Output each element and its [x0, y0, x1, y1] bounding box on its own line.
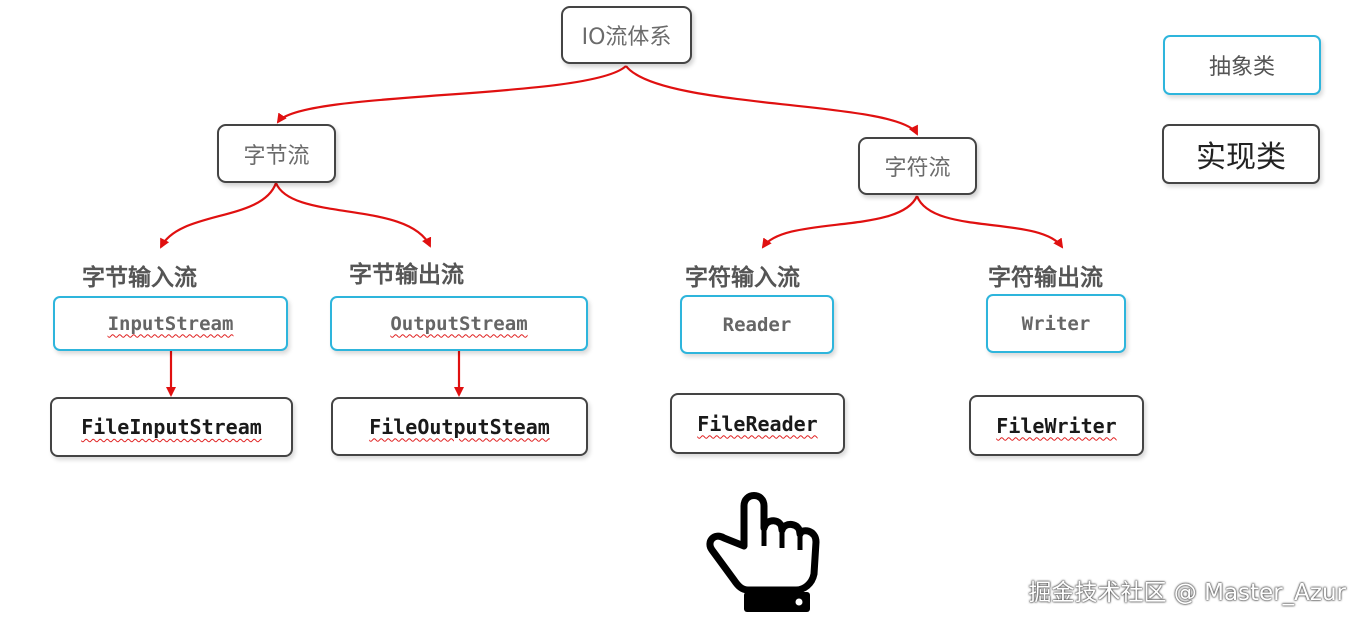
- reader-node: Reader: [680, 295, 834, 354]
- char-output-label: 字符输出流: [988, 265, 1103, 291]
- fileoutputsteam-label: FileOutputSteam: [369, 414, 550, 439]
- fileoutputsteam-node: FileOutputSteam: [331, 397, 588, 456]
- filereader-node: FileReader: [670, 393, 845, 454]
- outputstream-label: OutputStream: [390, 312, 528, 335]
- edge-char-output: [915, 195, 1064, 249]
- edge-byte-input: [160, 182, 278, 249]
- edge-char-input: [761, 195, 919, 249]
- watermark: 掘金技术社区 @ Master_Azur: [1028, 580, 1346, 606]
- writer-label: Writer: [1021, 312, 1091, 335]
- fileinputstream-label: FileInputStream: [81, 415, 262, 439]
- legend-impl: 实现类: [1162, 124, 1320, 184]
- char-stream-label: 字符流: [884, 156, 951, 181]
- pointing-hand-icon: [706, 492, 820, 612]
- root-node: IO流体系: [561, 6, 692, 64]
- filewriter-node: FileWriter: [969, 395, 1144, 456]
- legend-abstract-label: 抽象类: [1208, 55, 1275, 80]
- filereader-label: FileReader: [697, 411, 818, 436]
- char-input-label: 字符输入流: [685, 265, 800, 291]
- legend-impl-label: 实现类: [1196, 140, 1286, 175]
- filewriter-label: FileWriter: [996, 413, 1117, 438]
- byte-stream-node: 字节流: [217, 124, 336, 183]
- writer-node: Writer: [986, 294, 1126, 353]
- fileinputstream-node: FileInputStream: [50, 397, 293, 457]
- legend-abstract: 抽象类: [1163, 35, 1321, 95]
- edge-byte-output: [274, 182, 432, 248]
- inputstream-label: InputStream: [107, 312, 234, 335]
- byte-input-label: 字节输入流: [82, 265, 197, 291]
- edge-root-char: [625, 65, 918, 136]
- edge-root-byte: [276, 65, 627, 124]
- root-label: IO流体系: [581, 25, 672, 50]
- reader-label: Reader: [722, 313, 792, 336]
- char-stream-node: 字符流: [858, 137, 977, 195]
- outputstream-node: OutputStream: [330, 296, 588, 351]
- inputstream-node: InputStream: [53, 296, 288, 351]
- byte-output-label: 字节输出流: [349, 262, 464, 288]
- byte-stream-label: 字节流: [243, 143, 310, 169]
